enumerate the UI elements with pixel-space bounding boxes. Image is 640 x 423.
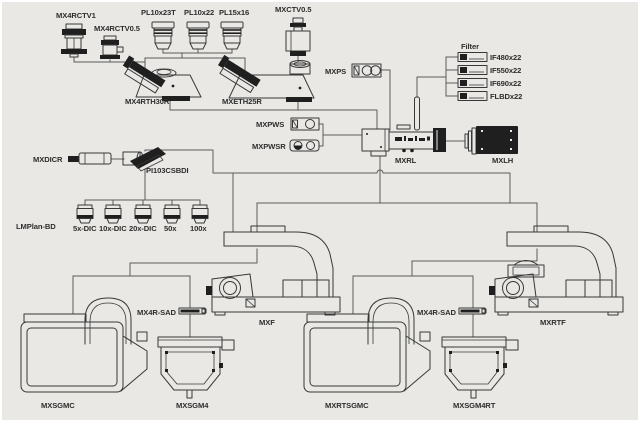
head-mx4rth30r [122, 55, 202, 101]
lamphouse-mxlh [464, 126, 518, 155]
mxeth25r-label: MXETH25R [222, 97, 262, 106]
connector-line-a [144, 149, 511, 204]
mxps-label: MXPS [325, 67, 346, 76]
connector-right-stages [352, 248, 538, 338]
wave-plate-mxpwsr [289, 139, 320, 152]
pl10x23t-label: PL10x23T [141, 8, 176, 17]
mxsgm4rt-label: MXSGM4RT [453, 401, 496, 410]
mxrtf-label: MXRTF [540, 318, 566, 327]
mxpwsr-label: MXPWSR [252, 142, 286, 151]
mx4r-sad-right-label: MX4R-SAD [417, 308, 456, 317]
polarizer-mxps [351, 63, 382, 78]
objective-20x-label: 20x-DIC [129, 224, 157, 233]
connector-filters [416, 56, 459, 98]
objective-50x-label: 50x [164, 224, 177, 233]
connector-lines [72, 48, 538, 338]
filter-if550-label: IF550x22 [490, 66, 521, 75]
connector-left-stages [72, 248, 258, 338]
mxrl-label: MXRL [395, 156, 417, 165]
connector-objectives [84, 168, 201, 206]
mx4r-sad-left-label: MX4R-SAD [137, 308, 176, 317]
mxlh-label: MXLH [492, 156, 513, 165]
lmplan-bd-label: LMPlan-BD [16, 222, 56, 231]
dic-slider-mxdicr [68, 152, 112, 165]
filter-header-label: Filter [461, 42, 479, 51]
mxsgmc-label: MXSGMC [41, 401, 75, 410]
pl10x22-label: PL10x22 [184, 8, 214, 17]
filter-flbd-label: FLBDx22 [490, 92, 522, 101]
mx4rth30r-label: MX4RTH30R [125, 97, 170, 106]
head-mxeth25r [217, 54, 315, 102]
connector-camera-adapters [73, 56, 146, 63]
illuminator-mxrl [361, 96, 446, 157]
wave-plate-mxpws [290, 117, 320, 131]
mxctv0-5-label: MXCTV0.5 [275, 5, 312, 14]
mxrtsgmc-label: MXRTSGMC [325, 401, 369, 410]
connector-eyepieces [162, 48, 233, 59]
mxpws-label: MXPWS [256, 120, 284, 129]
camera-adapter-mx4rctv0-5 [100, 35, 124, 59]
mx4rctv1-label: MX4RCTV1 [56, 11, 97, 20]
camera-adapter-mx4rctv1 [61, 23, 87, 58]
mxf-label: MXF [259, 318, 275, 327]
connector-wave-plates [318, 123, 363, 147]
nosepiece-pi103csbdi [122, 147, 166, 172]
pi103csbdi-label: PI103CSBDI [146, 166, 188, 175]
frame-mxrtf [488, 225, 624, 316]
objective-100x-label: 100x [190, 224, 207, 233]
tv-adapter-mxctv0-5 [285, 17, 311, 56]
connector-line-b [256, 155, 538, 233]
connector-mxps [380, 69, 391, 131]
mx4rctv0-5-label: MX4RCTV0.5 [94, 24, 141, 33]
pl15x16-label: PL15x16 [219, 8, 249, 17]
mxsgm4-label: MXSGM4 [176, 401, 209, 410]
mxdicr-label: MXDICR [33, 155, 63, 164]
filter-if480-label: IF480x22 [490, 53, 521, 62]
filter-if690-label: IF690x22 [490, 79, 521, 88]
objective-5x-label: 5x-DIC [73, 224, 97, 233]
objective-10x-label: 10x-DIC [99, 224, 127, 233]
